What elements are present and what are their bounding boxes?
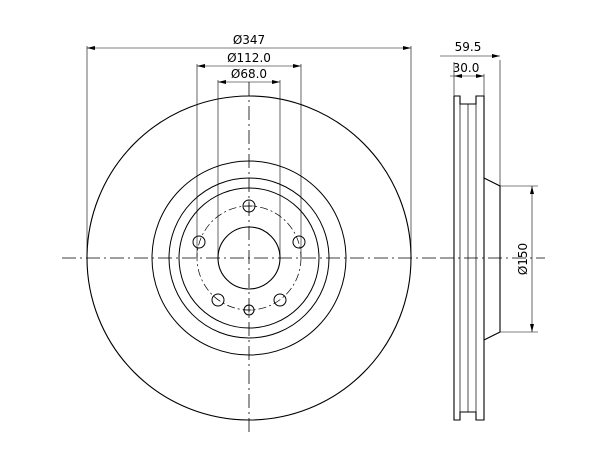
arrowhead	[272, 80, 280, 84]
arrowhead	[476, 74, 484, 78]
arrowhead	[403, 46, 411, 50]
hat-outer-edge	[168, 177, 330, 339]
thickness-label: 30.0	[453, 61, 480, 75]
friction-ring-inner-edge	[151, 160, 347, 356]
bolt-hole	[192, 235, 206, 249]
bolt-holes	[192, 199, 306, 316]
arrowhead	[218, 80, 226, 84]
side-view: 59.5 30.0 Ø150	[440, 40, 545, 421]
locating-hole	[243, 304, 255, 316]
bolt-hole	[211, 293, 225, 307]
bolt-hole	[292, 235, 306, 249]
arrowhead	[530, 324, 534, 332]
center-bore-label: Ø68.0	[231, 67, 267, 81]
outer-diameter-label: Ø347	[233, 33, 265, 47]
hat-inner-edge	[178, 187, 320, 329]
arrowhead	[293, 64, 301, 68]
arrowhead	[530, 186, 534, 194]
front-view: Ø347 Ø112.0 Ø68.0	[62, 33, 436, 436]
arrowhead	[454, 74, 462, 78]
bolt-circle-label: Ø112.0	[227, 51, 271, 65]
hat-profile	[483, 177, 501, 341]
arrowhead	[492, 54, 500, 58]
hat-diameter-label: Ø150	[516, 243, 530, 275]
arrowhead	[197, 64, 205, 68]
overall-height-label: 59.5	[455, 40, 482, 54]
arrowhead	[87, 46, 95, 50]
bolt-hole	[273, 293, 287, 307]
